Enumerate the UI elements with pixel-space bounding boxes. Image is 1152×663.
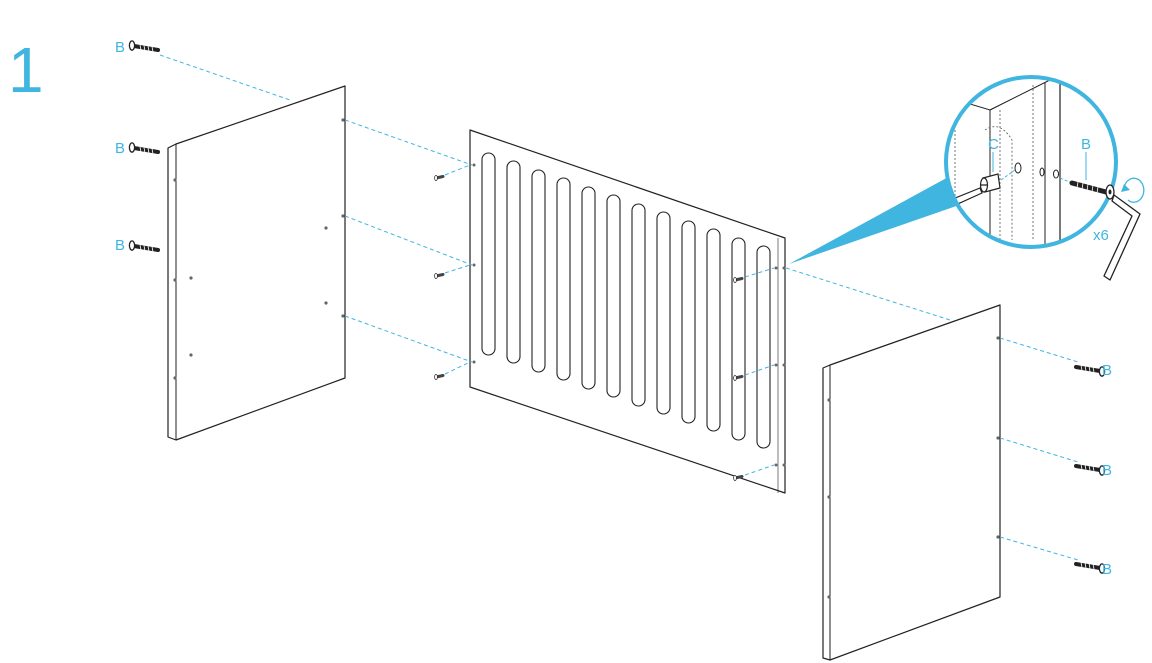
screw-icon	[1074, 560, 1107, 576]
screw-label: B	[1081, 136, 1091, 153]
screw-icon	[1074, 462, 1107, 478]
screw-label: B	[1102, 561, 1112, 578]
slat-slots	[481, 152, 771, 449]
assembly-guide-lines	[159, 54, 1079, 561]
step-number: 1	[8, 34, 44, 106]
screw-icon	[127, 140, 160, 156]
screw-icon	[127, 238, 160, 254]
screw-label: B	[115, 140, 125, 157]
barrel-nut-icon	[979, 173, 1001, 193]
screw-group-left: B B B	[115, 38, 160, 254]
right-side-panel	[822, 304, 1001, 661]
screw-label: B	[115, 39, 125, 56]
screw-label: B	[115, 237, 125, 254]
rotation-arrow-icon	[1121, 177, 1145, 203]
screw-icon	[1069, 180, 1115, 200]
screw-group-right: B B B	[1074, 362, 1112, 578]
screw-label: B	[1102, 362, 1112, 379]
barrel-nut-label: C	[988, 136, 999, 153]
screw-icon	[1074, 363, 1107, 379]
detail-callout: C B x6	[789, 75, 1145, 281]
left-side-panel	[167, 85, 346, 441]
screw-label: B	[1102, 462, 1112, 479]
slatted-front-panel	[469, 129, 786, 494]
quantity-label: x6	[1093, 227, 1109, 244]
screw-icon	[127, 38, 160, 54]
allen-key-icon	[1103, 194, 1141, 281]
